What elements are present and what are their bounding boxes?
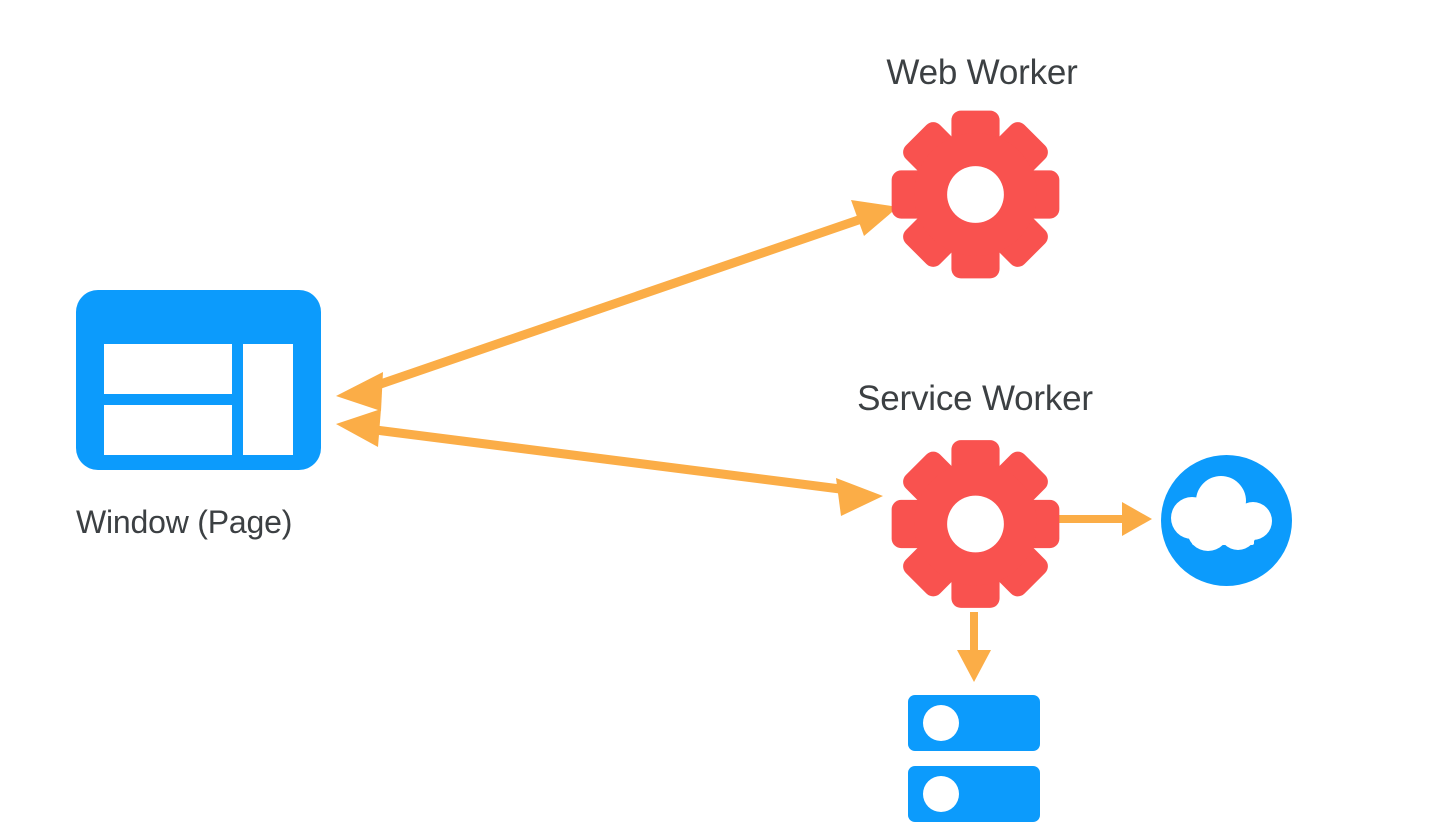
gear-icon	[891, 440, 1060, 608]
browser-window-icon	[76, 290, 321, 470]
node-cache-storage[interactable]	[908, 695, 1040, 822]
arrowhead-to-window	[336, 372, 383, 411]
arrowhead-to-web-worker	[851, 200, 898, 236]
connections-layer	[336, 200, 1152, 682]
node-cloud-network[interactable]	[1161, 455, 1292, 586]
gear-icon	[891, 110, 1060, 279]
database-indicator-top	[923, 705, 959, 741]
connection-serviceworker-cache	[957, 612, 991, 682]
node-web-worker[interactable]: Web Worker	[886, 53, 1078, 279]
connection-window-serviceworker	[336, 409, 883, 516]
connector-line	[364, 210, 875, 394]
arrowhead-to-service-worker	[836, 478, 883, 516]
node-service-worker[interactable]: Service Worker	[857, 379, 1094, 608]
database-indicator-bottom	[923, 776, 959, 812]
cloud-glyph	[1171, 476, 1272, 551]
arrowhead-to-window	[336, 409, 381, 447]
connector-line	[367, 424, 849, 495]
arrowhead-to-cloud	[1122, 502, 1152, 536]
connection-serviceworker-cloud	[1054, 502, 1152, 536]
cloud-icon	[1161, 455, 1292, 586]
node-label-window-page: Window (Page)	[76, 504, 292, 540]
node-label-web-worker: Web Worker	[886, 53, 1078, 92]
node-window-page[interactable]: Window (Page)	[76, 290, 321, 540]
arrowhead-to-cache	[957, 650, 991, 682]
node-label-service-worker: Service Worker	[857, 379, 1093, 418]
database-icon	[908, 695, 1040, 822]
connection-window-webworker	[336, 200, 898, 411]
